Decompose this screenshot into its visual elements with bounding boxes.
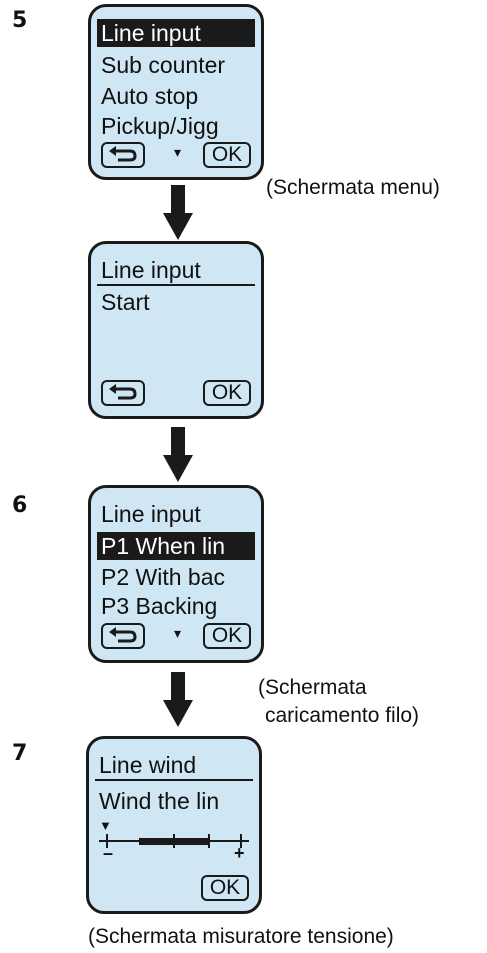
menu-screen: Line input Sub counter Auto stop Pickup/… [88,4,264,180]
caption-loading-line-1: (Schermata [258,676,367,699]
tension-screen: Line wind Wind the lin ▼ – + OK [86,736,262,914]
tension-plus-label: + [234,843,245,863]
caption-loading-line-2: caricamento filo) [265,704,420,727]
down-arrow-icon [163,427,193,482]
menu-footer: ▾ OK [101,142,251,168]
line-loading-screen: Line input P1 When lin P2 With bac P3 Ba… [88,485,264,663]
menu-item-line-input[interactable]: Line input [97,19,255,47]
tension-pointer-icon: ▼ [99,818,112,833]
ok-button[interactable]: OK [201,875,249,901]
option-p2[interactable]: P2 With bac [101,564,225,590]
menu-item-start[interactable]: Start [101,289,150,315]
menu-item-pickup-jigg[interactable]: Pickup/Jigg [101,113,219,139]
screen-title: Line input [97,256,255,286]
scroll-down-icon: ▾ [174,625,182,641]
tension-minus-label: – [103,843,114,863]
option-p3[interactable]: P3 Backing [101,593,218,619]
screen-title: Line input [101,501,201,527]
ok-button[interactable]: OK [203,380,251,406]
step-number-5: 5 [12,8,28,33]
tension-meter [99,834,249,848]
screen-title: Line wind [95,751,253,781]
back-button[interactable] [101,380,145,406]
menu-item-sub-counter[interactable]: Sub counter [101,52,226,78]
caption-menu-screen: (Schermata menu) [266,176,440,199]
back-arrow-icon [109,627,137,643]
instruction-text: Wind the lin [99,788,220,814]
back-button[interactable] [101,142,145,168]
scroll-down-icon: ▾ [174,144,182,160]
ok-button[interactable]: OK [203,142,251,168]
step-number-7: 7 [12,741,28,766]
option-p1[interactable]: P1 When lin [97,532,255,560]
back-arrow-icon [109,384,137,400]
down-arrow-icon [163,185,193,240]
back-button[interactable] [101,623,145,649]
ok-button[interactable]: OK [203,623,251,649]
start-footer: OK [101,380,251,406]
step-number-6: 6 [12,493,28,518]
menu-item-auto-stop[interactable]: Auto stop [101,83,199,109]
loading-footer: ▾ OK [101,623,251,649]
tension-footer: OK [99,875,249,901]
back-arrow-icon [109,146,137,162]
down-arrow-icon [163,672,193,727]
caption-tension-screen: (Schermata misuratore tensione) [88,925,394,948]
start-screen: Line input Start OK [88,241,264,419]
